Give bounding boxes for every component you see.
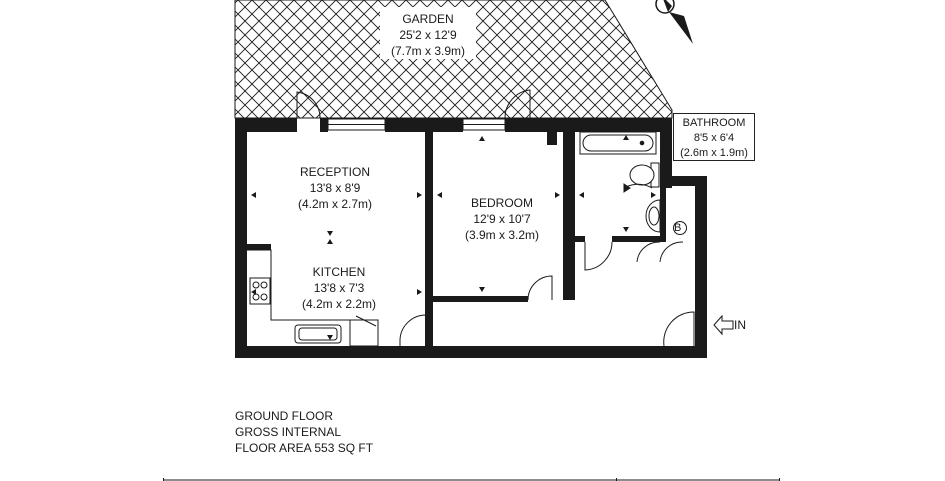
walls xyxy=(235,118,707,358)
garden-label-bg xyxy=(380,7,476,59)
bedroom-imperial: 12'9 x 10'7 xyxy=(473,212,531,226)
kitchen-metric: (4.2m x 2.2m) xyxy=(301,297,376,311)
dimension-ticks xyxy=(251,135,656,340)
garden-name: GARDEN xyxy=(402,12,454,26)
reception-label: RECEPTION 13'8 x 8'9 (4.2m x 2.7m) xyxy=(280,164,390,212)
garden-metric: (7.7m x 3.9m) xyxy=(390,44,465,58)
boiler-label: B xyxy=(674,222,682,234)
bathroom-name: BATHROOM xyxy=(682,117,746,129)
floor-area-info: GROUND FLOOR GROSS INTERNAL FLOOR AREA 5… xyxy=(235,408,373,456)
bathroom-label: BATHROOM 8'5 x 6'4 (2.6m x 1.9m) xyxy=(673,113,755,161)
hob-icon xyxy=(249,277,271,305)
bathroom-metric: (2.6m x 1.9m) xyxy=(680,147,748,159)
door-swings xyxy=(296,89,695,347)
bathroom-imperial: 8'5 x 6'4 xyxy=(693,132,735,144)
bath-icon xyxy=(579,131,657,155)
bedroom-name: BEDROOM xyxy=(470,196,533,210)
kitchen-units xyxy=(247,249,379,347)
gross-internal-label: GROSS INTERNAL xyxy=(235,425,342,439)
reception-imperial: 13'8 x 8'9 xyxy=(309,181,361,195)
reception-metric: (4.2m x 2.7m) xyxy=(297,197,372,211)
entrance-arrow-icon xyxy=(713,314,734,336)
compass-icon xyxy=(655,0,693,44)
basin-icon xyxy=(645,199,661,233)
windows xyxy=(327,118,506,131)
boiler-icon xyxy=(673,221,687,235)
entrance-label: IN xyxy=(734,318,746,332)
kitchen-label: KITCHEN 13'8 x 7'3 (4.2m x 2.2m) xyxy=(284,264,394,312)
garden-imperial: 25'2 x 12'9 xyxy=(399,28,457,42)
reception-name: RECEPTION xyxy=(299,165,370,179)
garden-label: GARDEN 25'2 x 12'9 (7.7m x 3.9m) xyxy=(380,11,476,59)
kitchen-name: KITCHEN xyxy=(312,265,366,279)
bedroom-metric: (3.9m x 3.2m) xyxy=(464,228,539,242)
floor-name: GROUND FLOOR xyxy=(235,409,334,423)
floor-area: FLOOR AREA 553 SQ FT xyxy=(235,441,374,455)
bedroom-label: BEDROOM 12'9 x 10'7 (3.9m x 3.2m) xyxy=(447,195,557,243)
kitchen-imperial: 13'8 x 7'3 xyxy=(313,281,365,295)
swing-arrow-icon xyxy=(623,183,653,193)
toilet-icon xyxy=(629,162,660,188)
